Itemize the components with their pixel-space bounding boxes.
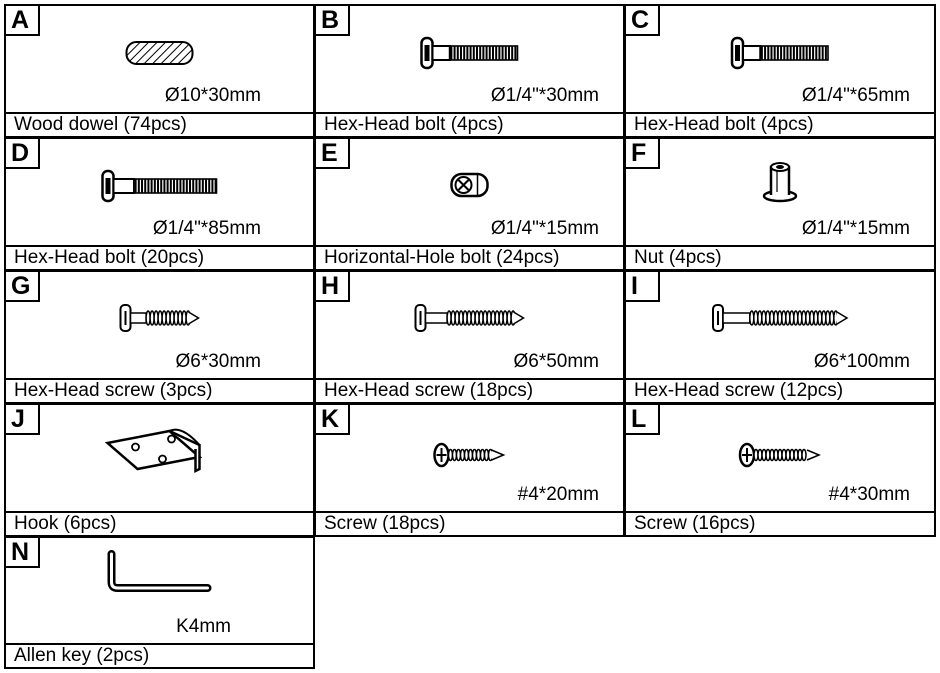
- part-caption: Hex-Head screw (18pcs): [316, 378, 623, 402]
- part-letter: I: [626, 272, 660, 302]
- part-caption: Hook (6pcs): [6, 511, 313, 535]
- part-letter: A: [6, 6, 40, 36]
- part-caption: Hex-Head screw (3pcs): [6, 378, 313, 402]
- part-size: Ø1/4"*65mm: [801, 85, 910, 106]
- part-letter: J: [6, 405, 40, 435]
- hex-head-screw-icon: [119, 304, 200, 332]
- allen-key-icon: [107, 550, 212, 592]
- part-size: #4*20mm: [517, 484, 599, 505]
- part-caption: Hex-Head screw (12pcs): [626, 378, 934, 402]
- part-letter: H: [316, 272, 350, 302]
- part-size: Ø1/4"*15mm: [490, 218, 599, 239]
- part-caption: Allen key (2pcs): [6, 643, 313, 667]
- part-caption: Hex-Head bolt (20pcs): [6, 245, 313, 269]
- part-letter: F: [626, 139, 660, 169]
- part-letter: D: [6, 139, 40, 169]
- part-size: Ø10*30mm: [164, 85, 261, 106]
- part-caption: Screw (16pcs): [626, 511, 934, 535]
- part-letter: C: [626, 6, 660, 36]
- part-letter: L: [626, 405, 660, 435]
- part-size: Ø6*30mm: [175, 351, 261, 372]
- part-caption: Horizontal-Hole bolt (24pcs): [316, 245, 623, 269]
- part-letter: K: [316, 405, 350, 435]
- part-caption: Hex-Head bolt (4pcs): [316, 112, 623, 136]
- part-size: Ø1/4"*30mm: [490, 85, 599, 106]
- part-size: K4mm: [176, 616, 231, 637]
- part-size: #4*30mm: [828, 484, 910, 505]
- part-caption: Wood dowel (74pcs): [6, 112, 313, 136]
- hook-bracket-icon: [104, 428, 203, 474]
- wood-dowel-icon: [125, 41, 194, 65]
- part-cell-j: J Hook (6pcs): [4, 403, 315, 537]
- part-size: Ø1/4"*85mm: [152, 218, 261, 239]
- part-letter: G: [6, 272, 40, 302]
- part-letter: B: [316, 6, 350, 36]
- part-size: Ø6*50mm: [513, 351, 599, 372]
- part-caption: Hex-Head bolt (4pcs): [626, 112, 934, 136]
- part-letter: E: [316, 139, 350, 169]
- part-size: Ø6*100mm: [813, 351, 910, 372]
- part-caption: Nut (4pcs): [626, 245, 934, 269]
- part-size: Ø1/4"*15mm: [801, 218, 910, 239]
- part-caption: Screw (18pcs): [316, 511, 623, 535]
- part-letter: N: [6, 538, 40, 568]
